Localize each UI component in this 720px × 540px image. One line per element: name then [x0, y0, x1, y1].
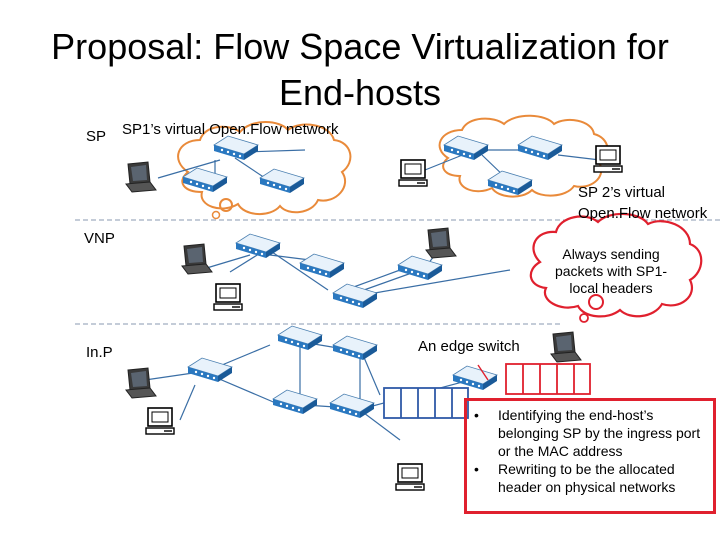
edge-switch-label: An edge switch — [418, 338, 520, 355]
note-cloud — [529, 212, 703, 318]
inp-switch-2 — [332, 335, 378, 361]
vnp-laptop-host-left — [181, 243, 213, 275]
sp2-network-label-line-2: Open.Flow network — [578, 205, 708, 222]
note-line-1: Always sending — [562, 246, 660, 262]
edge-switch-pointer — [477, 364, 489, 381]
sp1-cloud — [177, 121, 352, 215]
inp-pc-host-left — [145, 407, 175, 435]
note-cloud-tail-2 — [579, 313, 589, 323]
edge-switch — [452, 365, 498, 391]
callout-item-1: • Identifying the end-host’s belonging S… — [474, 406, 714, 460]
sp-layer-label: SP — [86, 128, 107, 145]
sp1-switch-3 — [259, 168, 305, 194]
inp-layer-label: In.P — [86, 344, 113, 361]
edge-switch-callout-box — [464, 398, 716, 514]
egress-queue — [505, 363, 591, 395]
vnp-switch-1 — [235, 233, 281, 259]
ingress-queue — [383, 387, 469, 419]
note-line-2: packets with SP1- — [554, 263, 668, 279]
inp-laptop-host-left — [125, 367, 157, 399]
sp2-switch-2 — [517, 135, 563, 161]
callout-item-2: • Rewriting to be the allocated header o… — [474, 460, 714, 496]
note-cloud-text: Always sending packets with SP1- local h… — [548, 246, 674, 297]
inp-switch-4 — [272, 389, 318, 415]
sp1-cloud-tail-1 — [219, 198, 233, 212]
sp2-pc-host-right — [593, 145, 623, 173]
bullet-marker: • — [474, 407, 479, 423]
sp1-switch-2 — [182, 167, 228, 193]
inp-laptop-host-right — [550, 331, 582, 363]
bullet-marker: • — [474, 461, 479, 477]
inp-switch-5 — [329, 393, 375, 419]
sp1-network-label: SP1’s virtual Open.Flow network — [122, 121, 339, 138]
sp2-pc-host-left — [398, 159, 428, 187]
callout-item-text: Rewriting to be the allocated header on … — [498, 461, 676, 495]
title-line-2: End-hosts — [278, 72, 442, 113]
sp2-network-label-line-1: SP 2’s virtual — [578, 184, 665, 201]
title-line-1: Proposal: Flow Space Virtualization for — [51, 26, 669, 67]
vnp-laptop-host-right — [425, 227, 457, 259]
note-cloud-tail-1 — [588, 294, 604, 310]
sp2-switch-1 — [443, 135, 489, 161]
inp-switch-1 — [277, 325, 323, 351]
edge-switch-callout-list: • Identifying the end-host’s belonging S… — [474, 406, 714, 496]
sp1-switch-1 — [213, 135, 259, 161]
sp1-laptop-host — [125, 161, 157, 193]
callout-item-text: Identifying the end-host’s belonging SP … — [498, 407, 701, 459]
inp-switch-3 — [187, 357, 233, 383]
sp1-cloud-tail-2 — [211, 210, 221, 220]
slide-title: Proposal: Flow Space Virtualization for … — [0, 24, 720, 116]
vnp-pc-host — [213, 283, 243, 311]
vnp-switch-3 — [397, 255, 443, 281]
inp-pc-host-bottom — [395, 463, 425, 491]
vnp-layer-label: VNP — [84, 230, 115, 247]
vnp-switch-2 — [299, 253, 345, 279]
note-line-3: local headers — [569, 280, 653, 296]
